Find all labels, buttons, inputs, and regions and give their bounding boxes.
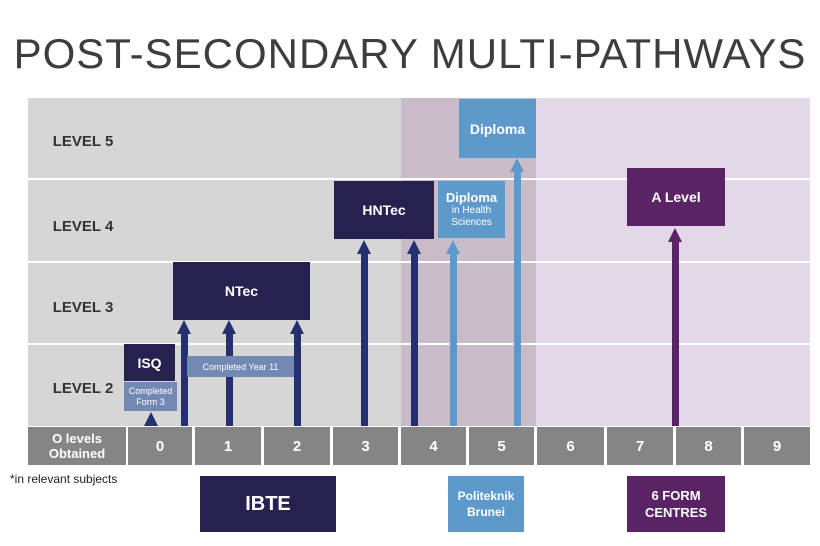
axis-number: 5 xyxy=(497,437,506,455)
ntec-box: NTec xyxy=(173,262,310,320)
arrow-isq xyxy=(144,412,158,426)
a-level-label: A Level xyxy=(651,189,701,205)
sixform-line2: CENTRES xyxy=(644,505,708,520)
completed-form3-line2: Form 3 xyxy=(136,396,165,407)
politeknik-box: Politeknik Brunei xyxy=(448,476,524,532)
level-label-4: LEVEL 4 xyxy=(52,218,114,235)
arrow-to-ntec-2 xyxy=(290,320,304,426)
diploma-box: Diploma xyxy=(459,99,536,158)
axis-cell-2: 2 xyxy=(264,427,330,465)
level-divider xyxy=(28,178,810,180)
completed-year11-box: Completed Year 11 xyxy=(187,356,294,377)
level-label-5: LEVEL 5 xyxy=(52,133,114,150)
ibte-label: IBTE xyxy=(245,492,291,515)
axis-cell-5: 5 xyxy=(469,427,534,465)
axis-o-levels-line2: Obtained xyxy=(48,446,106,461)
hntec-label: HNTec xyxy=(362,202,406,218)
level-divider xyxy=(28,343,810,345)
arrow-to-ntec-0 xyxy=(177,320,191,426)
axis-cell-6: 6 xyxy=(537,427,604,465)
ntec-label: NTec xyxy=(224,283,259,299)
diploma-health-box: Diploma in Health Sciences xyxy=(438,181,505,238)
axis-cell-9: 9 xyxy=(744,427,810,465)
politeknik-line1: Politeknik xyxy=(457,489,515,503)
axis-cell-0: 0 xyxy=(128,427,192,465)
diploma-health-label: Diploma xyxy=(445,190,498,205)
diploma-health-sub2: Sciences xyxy=(451,217,492,228)
axis-cell-8: 8 xyxy=(676,427,741,465)
diploma-health-sub1: in Health xyxy=(451,205,492,216)
axis-cell-7: 7 xyxy=(607,427,673,465)
ibte-box: IBTE xyxy=(200,476,336,532)
axis-number: 4 xyxy=(429,437,438,455)
arrow-to-diploma xyxy=(510,158,524,426)
level-divider xyxy=(28,261,810,263)
hntec-box: HNTec xyxy=(334,181,434,239)
level-label-2: LEVEL 2 xyxy=(52,380,114,397)
footnote: *in relevant subjects xyxy=(10,472,118,486)
axis-number: 0 xyxy=(155,437,165,455)
sixform-box: 6 FORM CENTRES xyxy=(627,476,725,532)
completed-form3-box: Completed Form 3 xyxy=(124,382,177,411)
axis-number: 7 xyxy=(635,437,645,455)
isq-box: ISQ xyxy=(124,344,175,381)
politeknik-line2: Brunei xyxy=(466,505,505,519)
isq-label: ISQ xyxy=(137,354,162,371)
axis-cell-4: 4 xyxy=(401,427,466,465)
axis-number: 9 xyxy=(772,437,782,455)
completed-form3-line1: Completed xyxy=(128,385,173,396)
axis-number: 8 xyxy=(704,437,713,455)
sixform-line1: 6 FORM xyxy=(651,488,701,503)
arrow-to-a-level xyxy=(668,228,682,426)
axis-cell-o-levels: O levels Obtained xyxy=(28,427,126,465)
arrow-to-hntec-4 xyxy=(407,240,421,426)
axis-number: 6 xyxy=(566,437,575,455)
axis-number: 1 xyxy=(223,437,233,455)
level-label-3: LEVEL 3 xyxy=(52,299,114,316)
completed-year11-label: Completed Year 11 xyxy=(202,361,279,372)
axis-number: 2 xyxy=(292,437,302,455)
axis-cell-3: 3 xyxy=(333,427,398,465)
arrow-to-hntec-3 xyxy=(357,240,371,426)
axis-o-levels-line1: O levels xyxy=(52,431,102,446)
axis-number: 3 xyxy=(361,437,370,455)
diploma-label: Diploma xyxy=(469,120,526,137)
axis-cell-1: 1 xyxy=(195,427,261,465)
arrow-to-ntec-1 xyxy=(222,320,236,426)
arrow-to-diploma-health xyxy=(446,240,460,426)
a-level-box: A Level xyxy=(627,168,725,226)
page-title: POST-SECONDARY MULTI-PATHWAYS xyxy=(13,30,807,77)
